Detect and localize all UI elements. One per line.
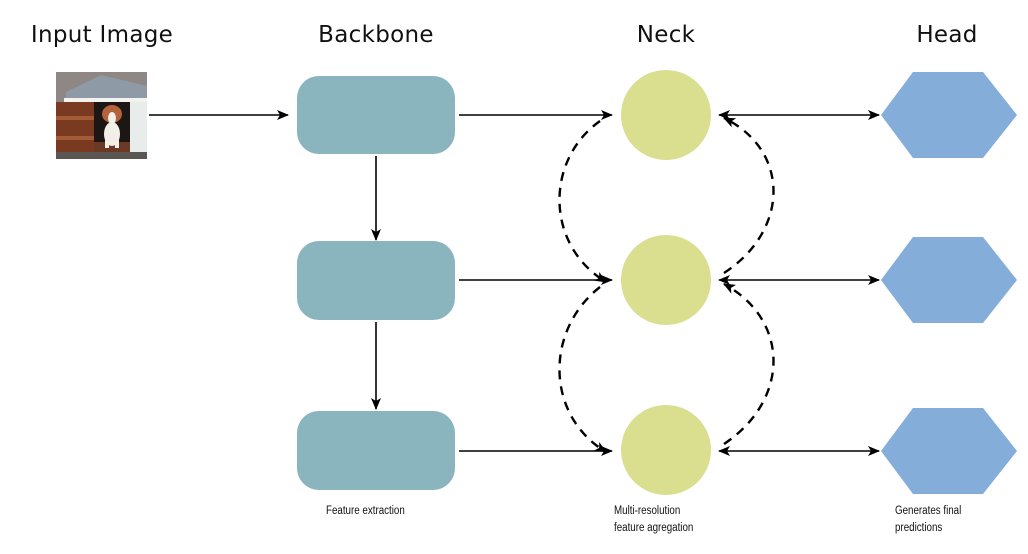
backbone-stage-3 xyxy=(297,411,455,490)
dashed-edge-right-3-to-2 xyxy=(723,282,775,445)
dashed-edge-left-1-to-2 xyxy=(558,120,607,284)
caption-head-line-1: Generates final xyxy=(895,505,962,517)
title-backbone: Backbone xyxy=(318,22,434,48)
input-image xyxy=(56,72,147,159)
head-node-1 xyxy=(881,72,1017,158)
caption-backbone-line-1: Feature extraction xyxy=(326,505,405,517)
dashed-edge-right-2-to-1 xyxy=(723,116,775,275)
caption-head: Generates final predictions xyxy=(895,503,961,537)
title-neck: Neck xyxy=(636,22,696,48)
caption-backbone: Feature extraction xyxy=(326,503,405,520)
dashed-edge-left-2-to-3 xyxy=(558,286,607,454)
caption-neck-line-2: feature agregation xyxy=(614,522,694,534)
head-node-2 xyxy=(881,237,1017,323)
backbone-stage-1 xyxy=(297,76,455,154)
head-node-3 xyxy=(881,408,1017,494)
title-head: Head xyxy=(916,22,978,48)
neck-node-3 xyxy=(621,405,711,495)
title-input-image: Input Image xyxy=(30,22,174,48)
backbone-stage-2 xyxy=(297,241,455,320)
caption-neck: Multi-resolution feature agregation xyxy=(614,503,693,537)
caption-head-line-2: predictions xyxy=(895,522,943,534)
caption-neck-line-1: Multi-resolution xyxy=(614,505,681,517)
neck-node-2 xyxy=(621,235,711,325)
neck-node-1 xyxy=(621,70,711,160)
